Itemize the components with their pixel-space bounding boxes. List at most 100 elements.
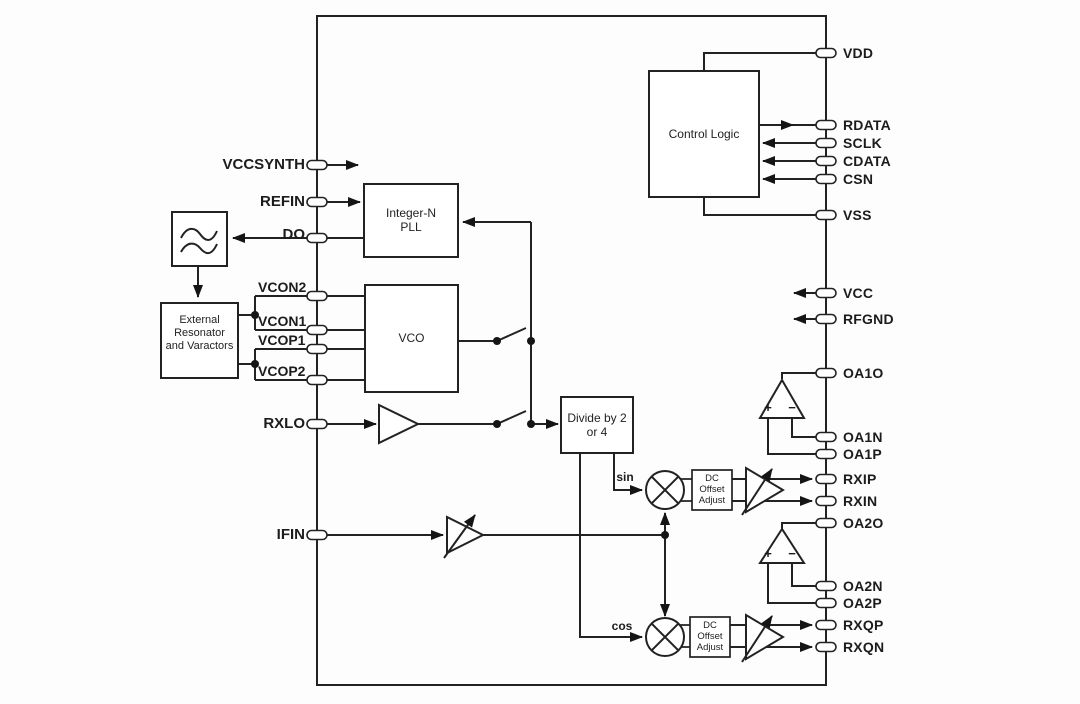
opamp1-minus-label: − bbox=[788, 400, 796, 415]
pin-vdd bbox=[815, 47, 837, 59]
pin-rxin bbox=[815, 495, 837, 507]
junction-dot bbox=[251, 311, 259, 319]
pin-label-rxqp: RXQP bbox=[843, 617, 884, 633]
pin-label-oa1p: OA1P bbox=[843, 446, 882, 462]
pin-label-vcon2: VCON2 bbox=[258, 279, 307, 295]
pin-label-rxip: RXIP bbox=[843, 471, 877, 487]
sin-label: sin bbox=[616, 470, 634, 484]
switch-blade-rxlo bbox=[496, 410, 527, 425]
pin-rdata bbox=[815, 119, 837, 131]
pin-vcc bbox=[815, 287, 837, 299]
integer-n-pll-label: Integer-N PLL bbox=[385, 206, 437, 234]
i-output-vga-icon bbox=[745, 466, 785, 514]
i-vga-gain-arrow bbox=[741, 468, 773, 516]
opamp2-plus-label: + bbox=[764, 546, 772, 561]
dc-offset-adjust-i-block bbox=[691, 469, 733, 511]
wire-cos bbox=[579, 453, 643, 642]
pin-label-vccsynth: VCCSYNTH bbox=[222, 156, 305, 173]
pin-label-oa1o: OA1O bbox=[843, 365, 884, 381]
pin-label-oa1n: OA1N bbox=[843, 429, 883, 445]
pin-rfgnd bbox=[815, 313, 837, 325]
junction-dot bbox=[493, 337, 501, 345]
pin-label-cdata: CDATA bbox=[843, 153, 891, 169]
pin-ifin bbox=[306, 529, 328, 541]
wire-vdd bbox=[703, 52, 816, 71]
pin-refin bbox=[306, 196, 328, 208]
junction-dot bbox=[527, 420, 535, 428]
external-resonator-label: External Resonator and Varactors bbox=[165, 314, 234, 352]
wire-oa1-out bbox=[781, 372, 816, 379]
junction-dot bbox=[493, 420, 501, 428]
dc-offset-adjust-q-block bbox=[689, 616, 731, 658]
pin-vccsynth bbox=[306, 159, 328, 171]
opamp2-icon bbox=[758, 527, 806, 564]
junction-dot bbox=[251, 360, 259, 368]
pin-csn bbox=[815, 173, 837, 185]
loop-filter-block bbox=[171, 211, 228, 267]
pin-label-rdata: RDATA bbox=[843, 117, 891, 133]
vco-label: VCO bbox=[398, 331, 425, 345]
pin-label-refin: REFIN bbox=[260, 193, 305, 210]
opamp1-icon bbox=[758, 378, 806, 419]
opamp2-minus-label: − bbox=[788, 546, 796, 561]
pin-oa2o bbox=[815, 517, 837, 529]
wire-oa1-neg bbox=[791, 417, 816, 438]
pin-label-vdd: VDD bbox=[843, 45, 874, 61]
switch-blade-vco bbox=[496, 327, 527, 342]
pin-label-oa2o: OA2O bbox=[843, 515, 884, 531]
pin-label-oa2n: OA2N bbox=[843, 578, 883, 594]
loop-filter-wave-icon bbox=[180, 227, 218, 241]
pin-label-rxqn: RXQN bbox=[843, 639, 885, 655]
loop-filter-wave-icon bbox=[180, 242, 218, 255]
pin-label-vcon1: VCON1 bbox=[258, 313, 307, 329]
wire-vss bbox=[703, 197, 816, 216]
external-resonator-block bbox=[160, 302, 239, 379]
divide-by-2-4-label: Divide by 2 or 4 bbox=[567, 411, 627, 439]
blocks bbox=[160, 70, 760, 658]
pin-vcon1 bbox=[306, 324, 328, 336]
wire-oa1-pos bbox=[767, 417, 816, 455]
vco-block bbox=[364, 284, 459, 393]
wires bbox=[193, 15, 827, 686]
control-logic-label: Control Logic bbox=[668, 127, 740, 141]
pin-oa2p bbox=[815, 597, 837, 609]
pin-vcop2 bbox=[306, 374, 328, 386]
pin-label-csn: CSN bbox=[843, 171, 874, 187]
pin-rxip bbox=[815, 473, 837, 485]
pin-oa1o bbox=[815, 367, 837, 379]
q-vga-gain-arrow bbox=[741, 615, 773, 663]
pin-label-oa2p: OA2P bbox=[843, 595, 882, 611]
control-logic-block bbox=[648, 70, 760, 198]
pin-label-ifin: IFIN bbox=[276, 526, 305, 543]
wire-oa2-neg bbox=[791, 563, 816, 587]
pin-vss bbox=[815, 209, 837, 221]
dc-offset-adjust-i-label: DC Offset Adjust bbox=[698, 473, 726, 506]
cos-label: cos bbox=[611, 619, 633, 633]
mixer-i-cross bbox=[650, 475, 680, 505]
pin-label-rxlo: RXLO bbox=[263, 415, 305, 432]
pin-rxlo bbox=[306, 418, 328, 430]
opamp1-plus-label: + bbox=[764, 400, 772, 415]
dc-offset-adjust-q-label: DC Offset Adjust bbox=[696, 620, 724, 653]
pin-vcop1 bbox=[306, 343, 328, 355]
integer-n-pll-block bbox=[363, 183, 459, 258]
wire-sin bbox=[613, 453, 643, 495]
pin-label-rxin: RXIN bbox=[843, 493, 878, 509]
pin-label-vss: VSS bbox=[843, 207, 872, 223]
wire-mixer-i-out bbox=[680, 478, 692, 502]
pin-oa2n bbox=[815, 580, 837, 592]
pin-label-vcop2: VCOP2 bbox=[258, 363, 306, 379]
pin-sclk bbox=[815, 137, 837, 149]
divide-by-2-4-block bbox=[560, 396, 634, 454]
pin-label-vcc: VCC bbox=[843, 285, 874, 301]
pin-rxqp bbox=[815, 619, 837, 631]
pin-vcon2 bbox=[306, 290, 328, 302]
junction-dot bbox=[527, 337, 535, 345]
junction-dot bbox=[661, 531, 669, 539]
mixers bbox=[645, 470, 685, 657]
pin-oa1n bbox=[815, 431, 837, 443]
pin-label-do: DO bbox=[282, 226, 306, 243]
q-output-vga-icon bbox=[745, 613, 785, 661]
pin-label-vcop1: VCOP1 bbox=[258, 332, 306, 348]
